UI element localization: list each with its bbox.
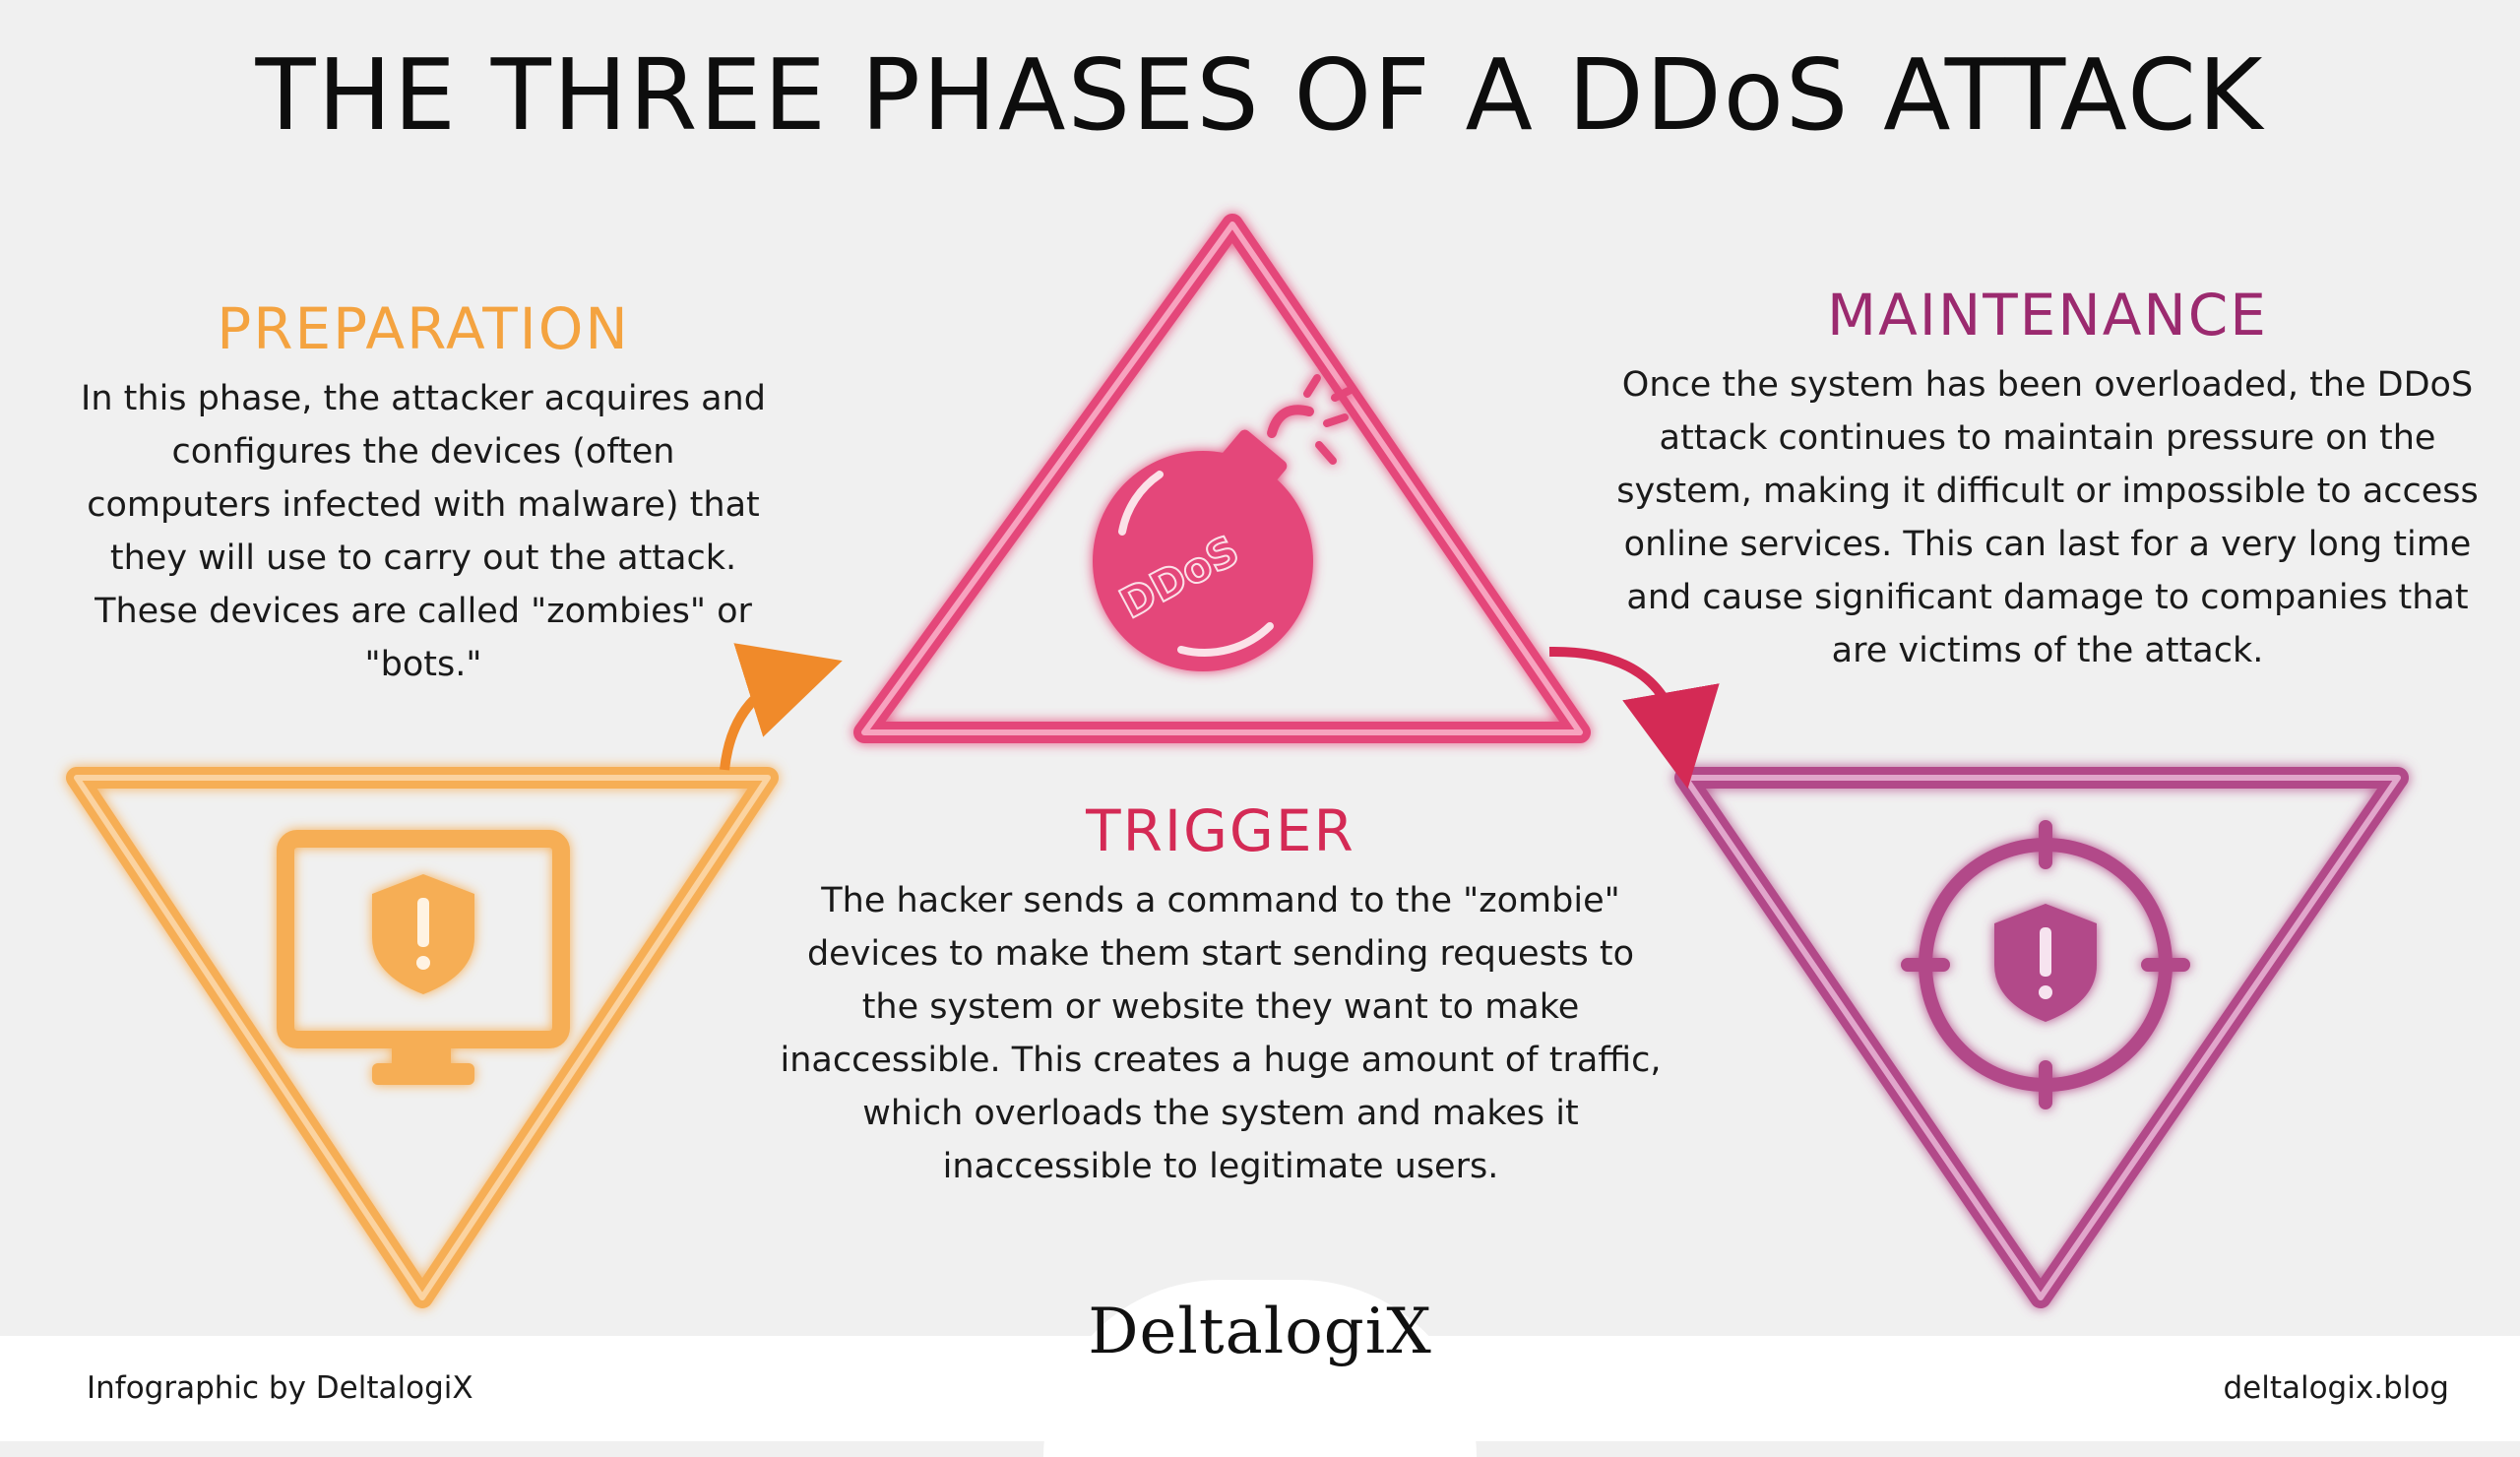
trigger-description: The hacker sends a command to the "zombi… <box>780 881 1662 1186</box>
arrow-icon <box>720 643 843 771</box>
trigger-triangle <box>853 214 1591 743</box>
maintenance-triangle <box>1674 767 2409 1308</box>
page-title: THE THREE PHASES OF A DDoS ATTACK <box>255 37 2265 153</box>
maintenance-description: Once the system has been overloaded, the… <box>1616 365 2479 670</box>
target-shield-icon <box>1901 820 2190 1109</box>
footer-credit: Infographic by DeltalogiX <box>87 1370 473 1406</box>
preparation-description: In this phase, the attacker acquires and… <box>81 379 766 684</box>
preparation-triangle <box>66 767 779 1308</box>
footer-url[interactable]: deltalogix.blog <box>2223 1370 2449 1406</box>
arrow-icon <box>1548 646 1720 790</box>
preparation-title: PREPARATION <box>217 295 630 362</box>
computer-shield-icon <box>277 830 570 1085</box>
bomb-icon: DDoS <box>1093 374 1354 671</box>
trigger-title: TRIGGER <box>1086 797 1355 864</box>
deltalogix-logo: DeltalogiX <box>1088 1296 1432 1368</box>
maintenance-title: MAINTENANCE <box>1827 282 2268 348</box>
